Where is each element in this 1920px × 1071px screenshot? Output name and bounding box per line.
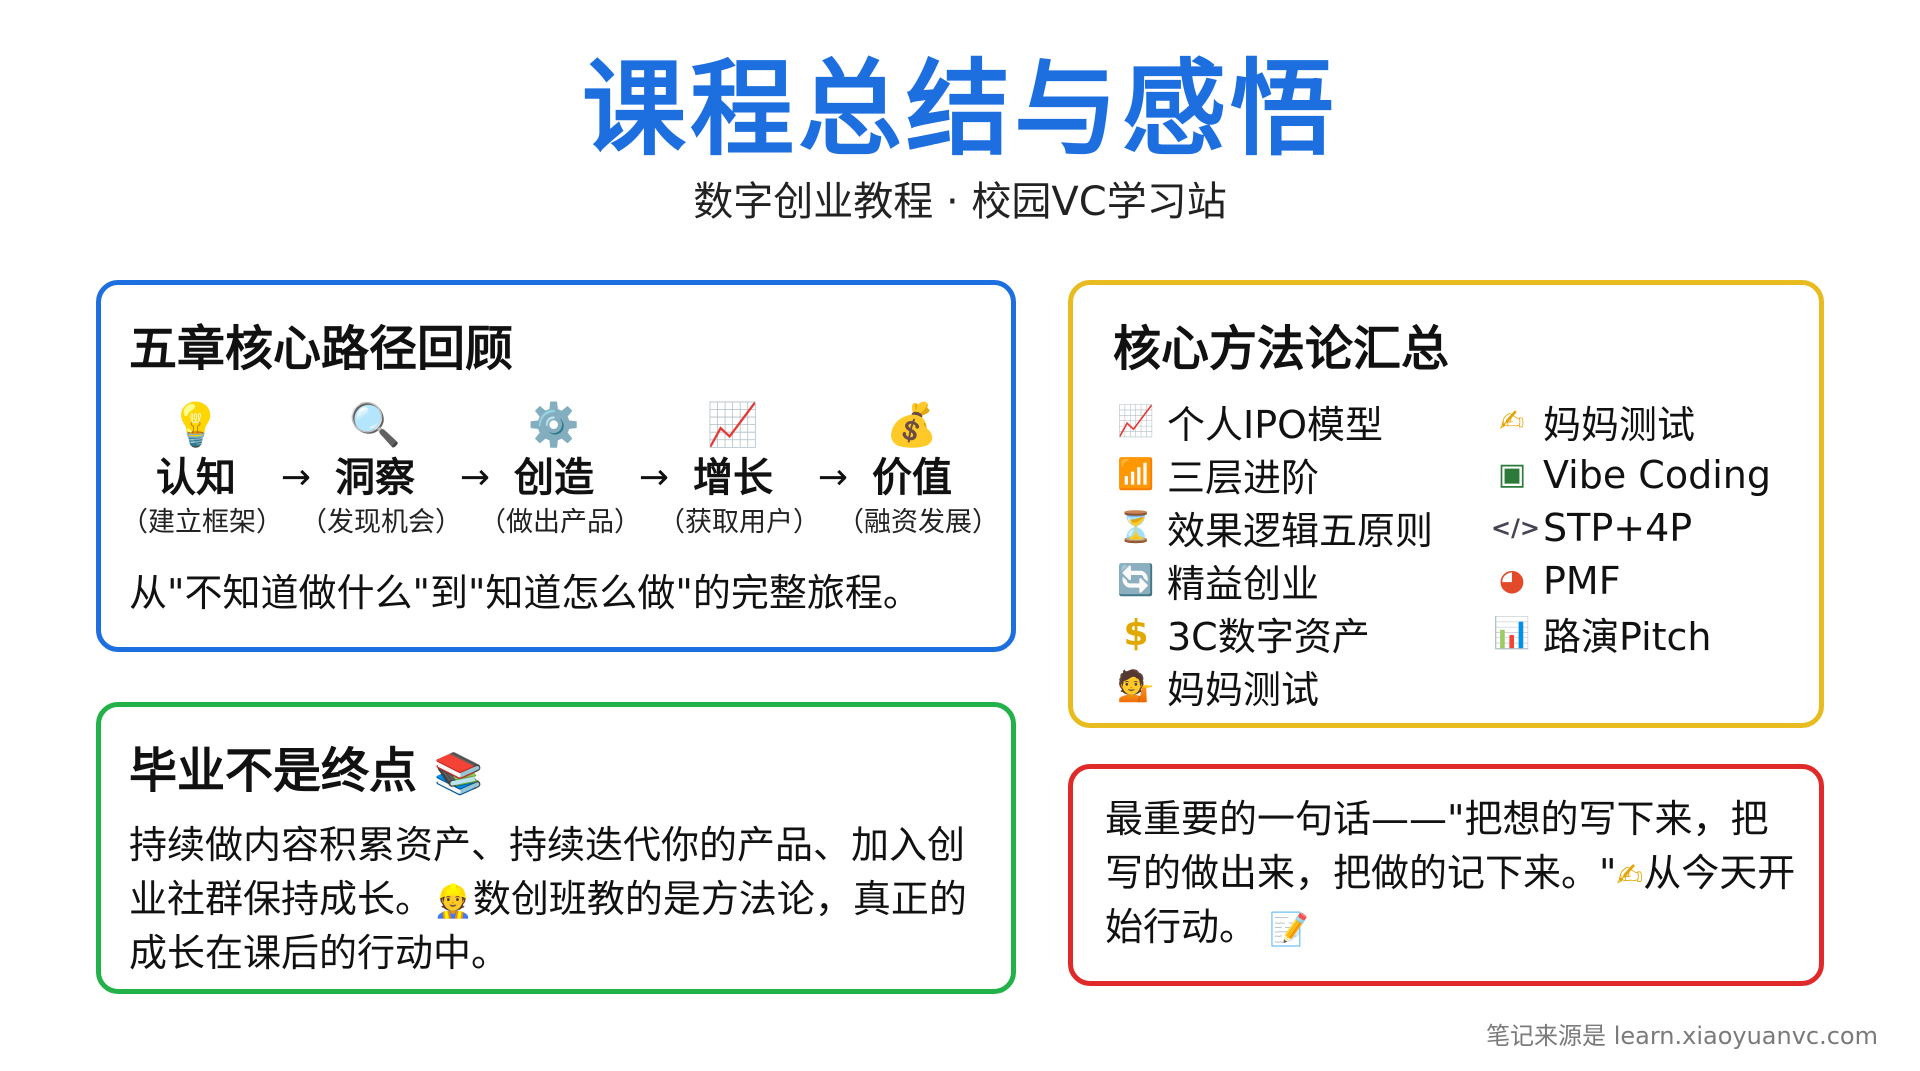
writing-hand-icon: ✍: [1499, 403, 1525, 439]
graduation-body-text-1: 持续做内容积累资产、持续迭代你的产品、加入创业社群保持成长。: [129, 823, 966, 921]
path-step-sub: （建立框架）: [121, 507, 283, 538]
pie-chart-icon: ◕: [1498, 562, 1526, 598]
path-step-growth: 📈 增长 （获取用户）: [658, 399, 820, 541]
path-summary: 从"不知道做什么"到"知道怎么做"的完整旅程。: [129, 571, 921, 615]
path-step-cognition: 💡 认知 （建立框架）: [121, 399, 283, 541]
presentation-icon: 📊: [1493, 615, 1531, 651]
worker-icon: 👷: [433, 881, 473, 920]
code-terminal-icon: ▣: [1497, 456, 1527, 492]
method-item: ◕ PMF: [1491, 554, 1771, 607]
method-label: 3C数字资产: [1167, 615, 1370, 659]
method-item: 📊 路演Pitch: [1491, 607, 1771, 660]
method-item: 💁 妈妈测试: [1115, 660, 1433, 713]
page-title: 课程总结与感悟: [581, 48, 1338, 170]
path-step-value: 💰 价值 （融资发展）: [837, 399, 999, 541]
method-label: 妈妈测试: [1543, 403, 1696, 447]
path-step-name: 创造: [514, 455, 594, 501]
path-review-title: 五章核心路径回顾: [129, 321, 514, 377]
arrow-icon: →: [817, 457, 849, 498]
gear-icon: ⚙️: [527, 400, 581, 449]
path-steps: 💡 认知 （建立框架） → 🔍 洞察 （发现机会） → ⚙️ 创造 （做出产品）…: [121, 399, 1001, 559]
chart-up-icon: 📈: [1117, 403, 1155, 439]
graduation-body-text-2: 数创班教的是方法论，真正的成长在课后的行动中。: [129, 876, 967, 975]
method-label: STP+4P: [1543, 505, 1693, 550]
path-step-sub: （做出产品）: [479, 507, 641, 538]
stairs-icon: 📶: [1117, 456, 1155, 492]
method-item: 📶 三层进阶: [1115, 448, 1433, 501]
lightbulb-icon: 💡: [169, 400, 223, 449]
memo-icon: 📝: [1269, 909, 1309, 948]
path-step-name: 价值: [872, 455, 952, 501]
method-label: Vibe Coding: [1543, 452, 1771, 497]
graduation-title: 毕业不是终点 📚: [129, 731, 484, 801]
methods-left-column: 📈 个人IPO模型 📶 三层进阶 ⏳ 效果逻辑五原则 🔄 精益创业 $: [1115, 395, 1433, 713]
writing-hand-icon: ✍: [1616, 855, 1644, 894]
path-step-name: 洞察: [335, 455, 415, 501]
methods-title: 核心方法论汇总: [1113, 321, 1450, 377]
chart-up-icon: 📈: [706, 400, 760, 449]
method-label: 精益创业: [1167, 562, 1320, 606]
arrow-icon: →: [638, 457, 670, 498]
method-item: 🔄 精益创业: [1115, 554, 1433, 607]
code-icon: </>: [1491, 513, 1540, 542]
cycle-icon: 🔄: [1117, 562, 1155, 598]
method-item: $ 3C数字资产: [1115, 607, 1433, 660]
graduation-title-text: 毕业不是终点: [129, 743, 418, 799]
path-review-card: 五章核心路径回顾 💡 认知 （建立框架） → 🔍 洞察 （发现机会） → ⚙️ …: [96, 280, 1016, 652]
path-step-name: 认知: [156, 455, 236, 501]
method-label: 三层进阶: [1167, 456, 1320, 500]
path-step-sub: （获取用户）: [658, 507, 820, 538]
dollar-icon: $: [1123, 612, 1149, 654]
arrow-icon: →: [459, 457, 491, 498]
method-item: ✍ 妈妈测试: [1491, 395, 1771, 448]
method-label: 效果逻辑五原则: [1167, 509, 1434, 553]
quote-body: 最重要的一句话——"把想的写下来，把写的做出来，把做的记下来。"✍从今天开始行动…: [1105, 793, 1805, 955]
books-icon: 📚: [433, 751, 484, 797]
magnifier-icon: 🔍: [348, 400, 402, 449]
coins-icon: 💰: [885, 400, 939, 449]
quote-text: 最重要的一句话——"把想的写下来，把写的做出来，把做的记下来。": [1105, 797, 1769, 895]
methods-card: 核心方法论汇总 📈 个人IPO模型 📶 三层进阶 ⏳ 效果逻辑五原则 🔄 精益创…: [1068, 280, 1824, 728]
method-label: 路演Pitch: [1543, 615, 1712, 659]
method-item: </> STP+4P: [1491, 501, 1771, 554]
quote-card: 最重要的一句话——"把想的写下来，把写的做出来，把做的记下来。"✍从今天开始行动…: [1068, 764, 1824, 986]
method-label: 妈妈测试: [1167, 668, 1320, 712]
method-label: PMF: [1543, 558, 1621, 603]
path-step-name: 增长: [693, 455, 773, 501]
path-step-insight: 🔍 洞察 （发现机会）: [300, 399, 462, 541]
methods-right-column: ✍ 妈妈测试 ▣ Vibe Coding </> STP+4P ◕ PMF 📊: [1491, 395, 1771, 660]
method-item: ⏳ 效果逻辑五原则: [1115, 501, 1433, 554]
path-step-create: ⚙️ 创造 （做出产品）: [479, 399, 641, 541]
person-icon: 💁: [1117, 668, 1155, 704]
method-item: 📈 个人IPO模型: [1115, 395, 1433, 448]
graduation-card: 毕业不是终点 📚 持续做内容积累资产、持续迭代你的产品、加入创业社群保持成长。👷…: [96, 702, 1016, 994]
hourglass-icon: ⏳: [1117, 509, 1155, 545]
page-subtitle: 数字创业教程 · 校园VC学习站: [693, 179, 1227, 225]
path-step-sub: （发现机会）: [300, 507, 462, 538]
method-label: 个人IPO模型: [1167, 403, 1384, 447]
path-step-sub: （融资发展）: [837, 507, 999, 538]
graduation-body: 持续做内容积累资产、持续迭代你的产品、加入创业社群保持成长。👷数创班教的是方法论…: [129, 819, 991, 981]
method-item: ▣ Vibe Coding: [1491, 448, 1771, 501]
arrow-icon: →: [280, 457, 312, 498]
quote-action-text: 从今天开始行动。: [1105, 850, 1796, 949]
source-footer: 笔记来源是 learn.xiaoyuanvc.com: [1486, 1022, 1878, 1050]
